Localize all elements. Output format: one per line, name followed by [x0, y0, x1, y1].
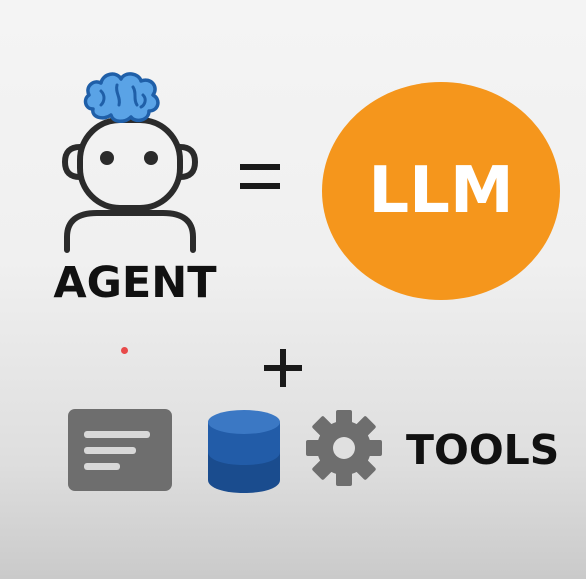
robot-head-with-brain-icon: [62, 72, 198, 253]
gear-icon: [306, 410, 382, 486]
equals-sign: [240, 164, 280, 189]
llm-circle: LLM: [322, 82, 560, 300]
document-icon: [68, 409, 172, 491]
llm-label: LLM: [368, 154, 514, 228]
plus-sign: [264, 349, 302, 387]
red-dot-marker: [121, 347, 128, 354]
tools-label: TOOLS: [406, 426, 560, 474]
agent-label: AGENT: [53, 258, 217, 308]
database-icon: [208, 410, 280, 493]
